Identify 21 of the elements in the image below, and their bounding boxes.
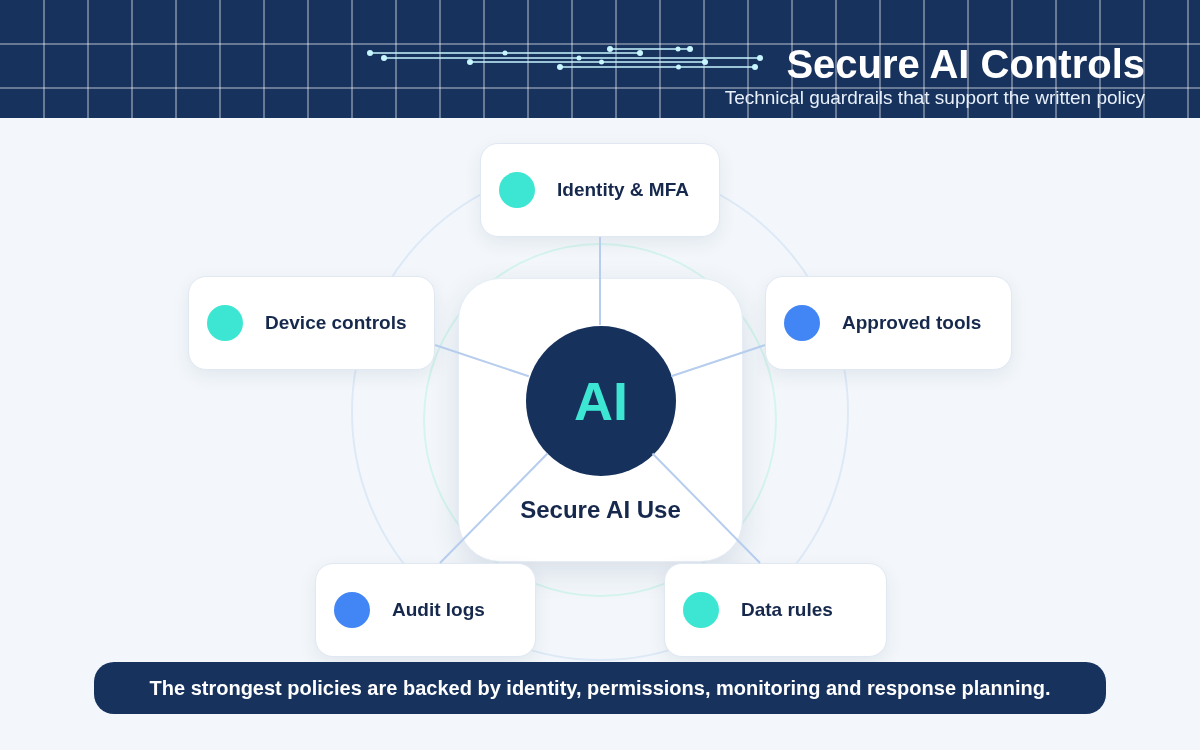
- control-card: [664, 563, 887, 657]
- control-label: Audit logs: [392, 597, 485, 622]
- connector-line: [670, 344, 766, 378]
- control-label: Data rules: [741, 597, 833, 622]
- connector-line: [434, 344, 530, 378]
- ai-label: AI: [574, 371, 628, 431]
- caption-banner: The strongest policies are backed by identity, permissions, monitoring and response planning.: [94, 662, 1106, 714]
- hub-title: Secure AI Use: [520, 495, 681, 525]
- control-card: [315, 563, 536, 657]
- connector-line: [439, 452, 549, 564]
- control-label: Identity & MFA: [557, 177, 689, 202]
- control-card: [765, 276, 1012, 370]
- control-card: [480, 143, 720, 237]
- subtitle: Technical guardrails that support the written policy: [724, 86, 1145, 110]
- connector-line: [651, 452, 761, 564]
- page-title: Secure AI Controls: [786, 42, 1145, 86]
- control-label: Device controls: [265, 310, 407, 335]
- control-label: Approved tools: [842, 310, 982, 335]
- control-card: [188, 276, 435, 370]
- hub-card: [458, 278, 743, 562]
- connector-line: [599, 236, 601, 326]
